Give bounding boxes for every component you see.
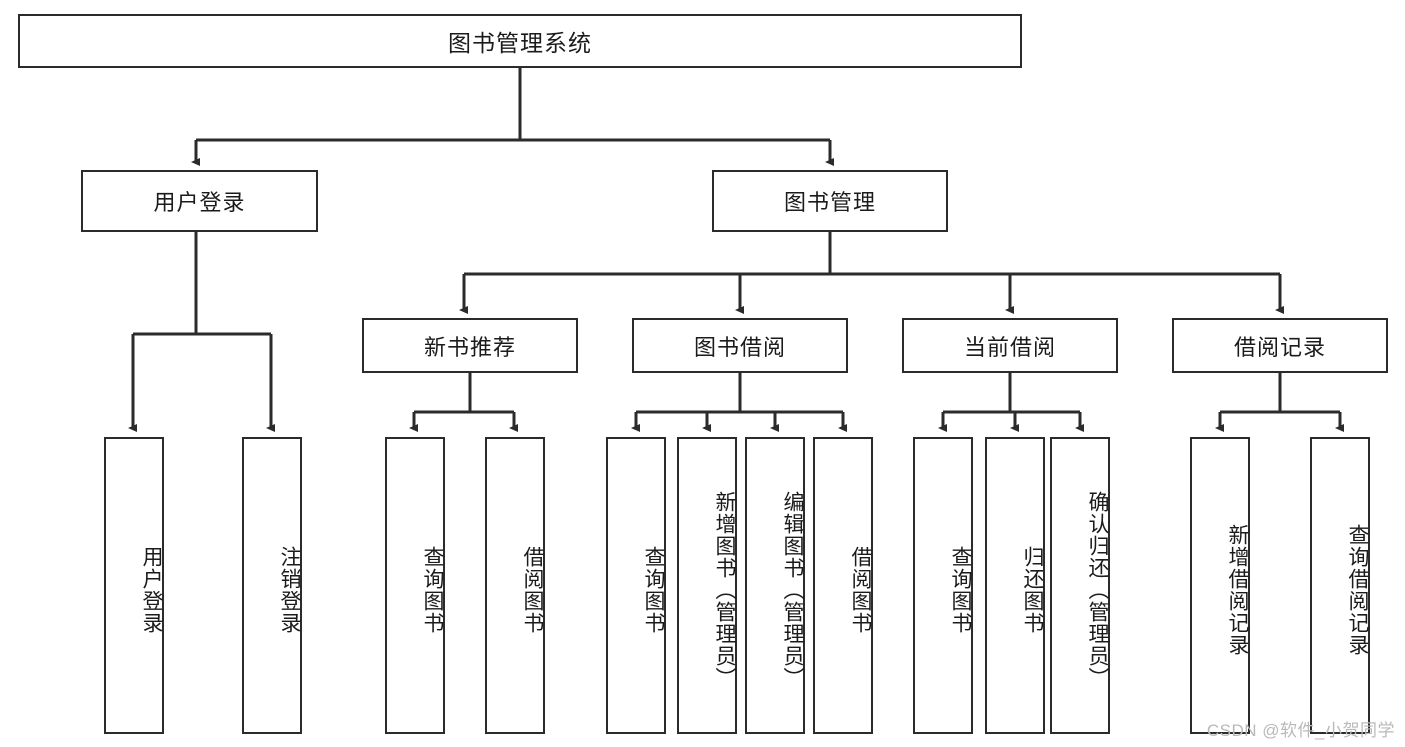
node-label: 当前借阅 bbox=[963, 334, 1056, 360]
node-label: 图书借阅 bbox=[693, 334, 786, 360]
leaf-recommend-query-book[interactable]: 查询图书 bbox=[385, 437, 445, 734]
leaf-current-confirm-return-admin[interactable]: 确认归还（管理员） bbox=[1050, 437, 1110, 734]
node-label: 借阅图书 bbox=[521, 545, 544, 634]
node-label: 借阅图书 bbox=[849, 545, 872, 634]
node-user-login[interactable]: 用户登录 bbox=[81, 170, 318, 232]
watermark-text: CSDN @软件_小贺同学 bbox=[1206, 721, 1395, 740]
leaf-record-add-record[interactable]: 新增借阅记录 bbox=[1190, 437, 1250, 734]
node-label: 注销登录 bbox=[278, 545, 301, 634]
node-label: 图书管理系统 bbox=[448, 30, 592, 56]
node-root-system[interactable]: 图书管理系统 bbox=[18, 14, 1022, 68]
node-label: 编辑图书（管理员） bbox=[781, 490, 804, 689]
leaf-borrow-add-book-admin[interactable]: 新增图书（管理员） bbox=[677, 437, 737, 734]
node-label: 图书管理 bbox=[783, 190, 876, 215]
node-new-book-recommend[interactable]: 新书推荐 bbox=[362, 318, 578, 373]
node-label: 查询图书 bbox=[949, 545, 972, 634]
node-label: 查询图书 bbox=[642, 545, 665, 634]
node-current-borrow[interactable]: 当前借阅 bbox=[902, 318, 1118, 373]
leaf-user-login-login[interactable]: 用户登录 bbox=[104, 437, 164, 734]
node-label: 查询图书 bbox=[421, 545, 444, 634]
node-borrow-record[interactable]: 借阅记录 bbox=[1172, 318, 1388, 373]
node-label: 用户登录 bbox=[153, 190, 246, 215]
node-book-management[interactable]: 图书管理 bbox=[712, 170, 948, 232]
node-label: 新增借阅记录 bbox=[1226, 523, 1249, 656]
node-label: 新增图书（管理员） bbox=[713, 490, 736, 689]
node-label: 确认归还（管理员） bbox=[1086, 490, 1109, 689]
node-label: 借阅记录 bbox=[1233, 334, 1326, 360]
leaf-user-login-logout[interactable]: 注销登录 bbox=[242, 437, 302, 734]
node-label: 新书推荐 bbox=[423, 334, 516, 360]
node-label: 查询借阅记录 bbox=[1346, 523, 1369, 656]
leaf-recommend-borrow-book[interactable]: 借阅图书 bbox=[485, 437, 545, 734]
leaf-current-return-book[interactable]: 归还图书 bbox=[985, 437, 1045, 734]
leaf-borrow-borrow-book[interactable]: 借阅图书 bbox=[813, 437, 873, 734]
node-label: 用户登录 bbox=[140, 545, 163, 634]
leaf-borrow-query-book[interactable]: 查询图书 bbox=[606, 437, 666, 734]
node-label: 归还图书 bbox=[1021, 545, 1044, 634]
leaf-borrow-edit-book-admin[interactable]: 编辑图书（管理员） bbox=[745, 437, 805, 734]
node-book-borrow[interactable]: 图书借阅 bbox=[632, 318, 848, 373]
leaf-current-query-book[interactable]: 查询图书 bbox=[913, 437, 973, 734]
leaf-record-query-record[interactable]: 查询借阅记录 bbox=[1310, 437, 1370, 734]
